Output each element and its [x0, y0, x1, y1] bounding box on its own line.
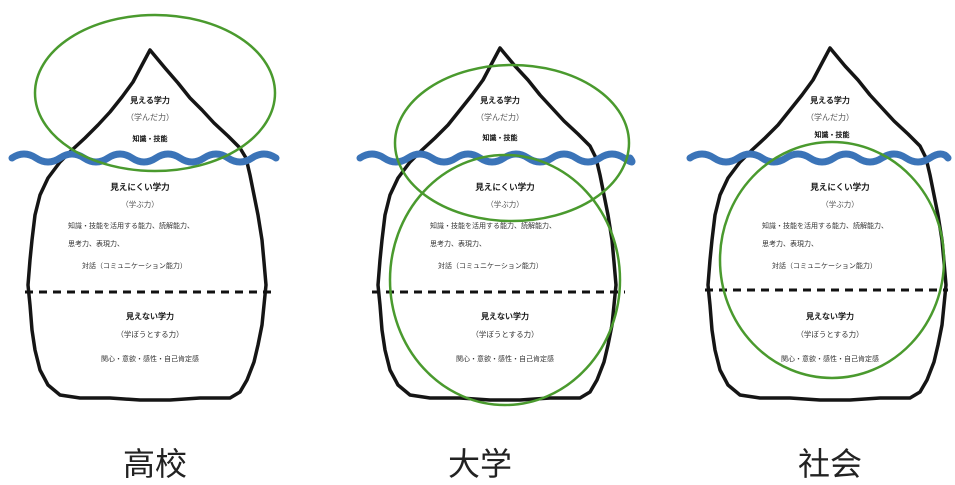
scope-circle — [718, 140, 946, 380]
invisible-detail: 関心・意欲・感性・自己肯定感 — [781, 354, 879, 363]
hard-sub: （学ぶ力） — [821, 199, 859, 209]
invisible-title: 見えない学力 — [125, 311, 174, 321]
hard-line2: 思考力、表現力、 — [762, 239, 818, 248]
hard-sub: （学ぶ力） — [486, 199, 524, 209]
panel-caption: 高校 — [123, 445, 187, 483]
iceberg-outline — [706, 46, 948, 402]
scope-circle — [33, 13, 277, 173]
water-line — [686, 150, 952, 166]
visible-sub: （学んだ力） — [806, 112, 854, 122]
hard-line3: 対話（コミュニケーション能力） — [82, 261, 187, 270]
iceberg-outline — [376, 46, 618, 402]
visible-detail: 知識・技能 — [482, 133, 518, 142]
invisible-sub: （学ぼうとする力） — [471, 329, 538, 339]
visible-sub: （学んだ力） — [476, 112, 524, 122]
water-line — [8, 150, 280, 166]
panel-caption: 大学 — [448, 445, 512, 483]
visible-title: 見える学力 — [479, 95, 520, 105]
invisible-detail: 関心・意欲・感性・自己肯定感 — [456, 354, 554, 363]
scope-circle-upper — [393, 63, 631, 223]
panel-caption: 社会 — [798, 445, 862, 483]
hard-title: 見えにくい学力 — [809, 182, 869, 193]
water-line — [356, 150, 636, 166]
hard-line2: 思考力、表現力、 — [68, 239, 124, 248]
hard-line1: 知識・技能を活用する能力、読解能力、 — [762, 221, 888, 230]
visible-title: 見える学力 — [809, 95, 850, 105]
hard-title: 見えにくい学力 — [474, 182, 534, 193]
panel-highschool: 見える学力 （学んだ力） 知識・技能 見えにくい学力 （学ぶ力） 知識・技能を活… — [8, 13, 280, 483]
visible-detail: 知識・技能 — [814, 130, 850, 139]
visible-title: 見える学力 — [129, 95, 170, 105]
visible-sub: （学んだ力） — [126, 112, 174, 122]
visible-detail: 知識・技能 — [132, 134, 168, 143]
panel-society: 見える学力 （学んだ力） 知識・技能 見えにくい学力 （学ぶ力） 知識・技能を活… — [686, 46, 952, 483]
invisible-title: 見えない学力 — [805, 311, 854, 321]
invisible-detail: 関心・意欲・感性・自己肯定感 — [101, 354, 199, 363]
invisible-title: 見えない学力 — [480, 311, 529, 321]
hard-title: 見えにくい学力 — [109, 182, 169, 193]
hard-line3: 対話（コミュニケーション能力） — [438, 261, 543, 270]
hard-line3: 対話（コミュニケーション能力） — [772, 261, 877, 270]
hard-sub: （学ぶ力） — [121, 199, 159, 209]
panel-university: 見える学力 （学んだ力） 知識・技能 見えにくい学力 （学ぶ力） 知識・技能を活… — [356, 46, 636, 483]
hard-line1: 知識・技能を活用する能力、読解能力、 — [68, 221, 194, 230]
invisible-sub: （学ぼうとする力） — [116, 329, 183, 339]
invisible-sub: （学ぼうとする力） — [796, 329, 863, 339]
hard-line1: 知識・技能を活用する能力、読解能力、 — [430, 221, 556, 230]
scope-circle-lower — [388, 153, 622, 407]
hard-line2: 思考力、表現力、 — [430, 239, 486, 248]
